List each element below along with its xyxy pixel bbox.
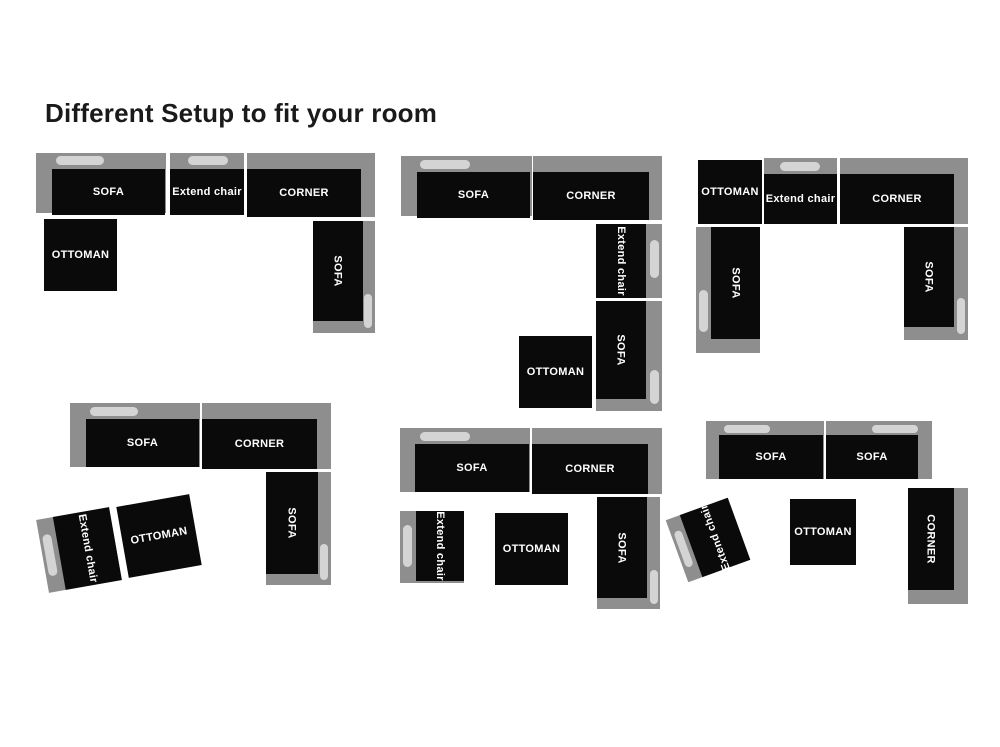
sofa-label: SOFA (332, 255, 344, 287)
ottoman: OTTOMAN (44, 219, 117, 291)
sofa: SOFA (826, 435, 918, 479)
corner: CORNER (840, 174, 954, 224)
sofa: SOFA (86, 419, 199, 467)
extend-chair-label: Extend chair (75, 513, 100, 584)
sofa: SOFA (711, 227, 760, 339)
extend-chair: Extend chair (764, 174, 837, 224)
ottoman-label: OTTOMAN (129, 525, 189, 547)
ottoman: OTTOMAN (790, 499, 856, 565)
sofa-label: SOFA (729, 267, 742, 299)
sofa-cushion (56, 156, 104, 165)
sofa: SOFA (415, 444, 529, 492)
sofa-label: SOFA (923, 261, 935, 293)
sofa-label: SOFA (615, 334, 627, 366)
extend-chair: Extend chair (596, 224, 646, 298)
corner: CORNER (908, 488, 954, 590)
extend-chair-label: Extend chair (765, 193, 836, 205)
sofa-cushion (364, 294, 372, 328)
sofa: SOFA (596, 301, 646, 399)
extend-chair-label: Extend chair (172, 186, 242, 198)
sofa-cushion (90, 407, 138, 416)
sofa-label: SOFA (286, 507, 298, 539)
sofa-cushion (699, 290, 708, 332)
extend-chair-label: Extend chair (697, 502, 733, 573)
sofa: SOFA (313, 221, 363, 321)
corner: CORNER (202, 419, 317, 469)
sofa-label: SOFA (457, 189, 490, 201)
sofa: SOFA (719, 435, 823, 479)
extend-chair-group: Extend chair (665, 497, 751, 583)
sofa: SOFA (417, 172, 530, 218)
sofa: SOFA (904, 227, 954, 327)
corner: CORNER (247, 169, 361, 217)
sofa-cushion (650, 370, 659, 404)
sofa: SOFA (597, 497, 647, 598)
ottoman: OTTOMAN (116, 494, 202, 578)
ottoman-label: OTTOMAN (526, 366, 585, 378)
corner-label: CORNER (565, 463, 615, 475)
extend-chair-cushion (780, 162, 820, 171)
sofa: SOFA (266, 472, 318, 574)
sofa-label: SOFA (92, 186, 125, 198)
sofa-cushion (872, 425, 918, 433)
sofa: SOFA (52, 169, 165, 215)
extend-chair-label: Extend chair (615, 226, 627, 296)
corner-label: CORNER (279, 187, 329, 199)
extend-chair: Extend chair (52, 507, 122, 590)
corner-label: CORNER (872, 193, 922, 205)
sofa-label: SOFA (126, 437, 159, 449)
ottoman-label: OTTOMAN (502, 543, 561, 555)
sofa-cushion (650, 570, 658, 604)
ottoman: OTTOMAN (495, 513, 568, 585)
extend-chair: Extend chair (170, 169, 244, 215)
page-title: Different Setup to fit your room (45, 98, 438, 128)
sofa-label: SOFA (616, 531, 628, 564)
ottoman: OTTOMAN (698, 160, 762, 224)
sofa-cushion (957, 298, 965, 334)
corner-label: CORNER (925, 514, 937, 564)
extend-chair-label: Extend chair (434, 511, 446, 581)
sofa-label: SOFA (456, 462, 488, 474)
sofa-label: SOFA (856, 451, 888, 463)
extend-chair-cushion (188, 156, 228, 165)
extend-chair: Extend chair (416, 511, 464, 581)
sofa-cushion (320, 544, 328, 580)
extend-chair-group: Extend chair (36, 507, 122, 593)
ottoman: OTTOMAN (519, 336, 592, 408)
sofa-cushion (724, 425, 770, 433)
sofa-label: SOFA (755, 451, 787, 463)
corner-label: CORNER (566, 190, 616, 202)
sofa-cushion (420, 432, 470, 441)
corner: CORNER (533, 172, 649, 220)
sofa-cushion (420, 160, 470, 169)
corner-label: CORNER (234, 438, 285, 450)
ottoman-label: OTTOMAN (794, 526, 852, 538)
ottoman-label: OTTOMAN (51, 249, 110, 261)
extend-chair-cushion (650, 240, 659, 278)
ottoman-label: OTTOMAN (701, 186, 759, 198)
corner: CORNER (532, 444, 648, 494)
extend-chair-cushion (403, 525, 412, 567)
